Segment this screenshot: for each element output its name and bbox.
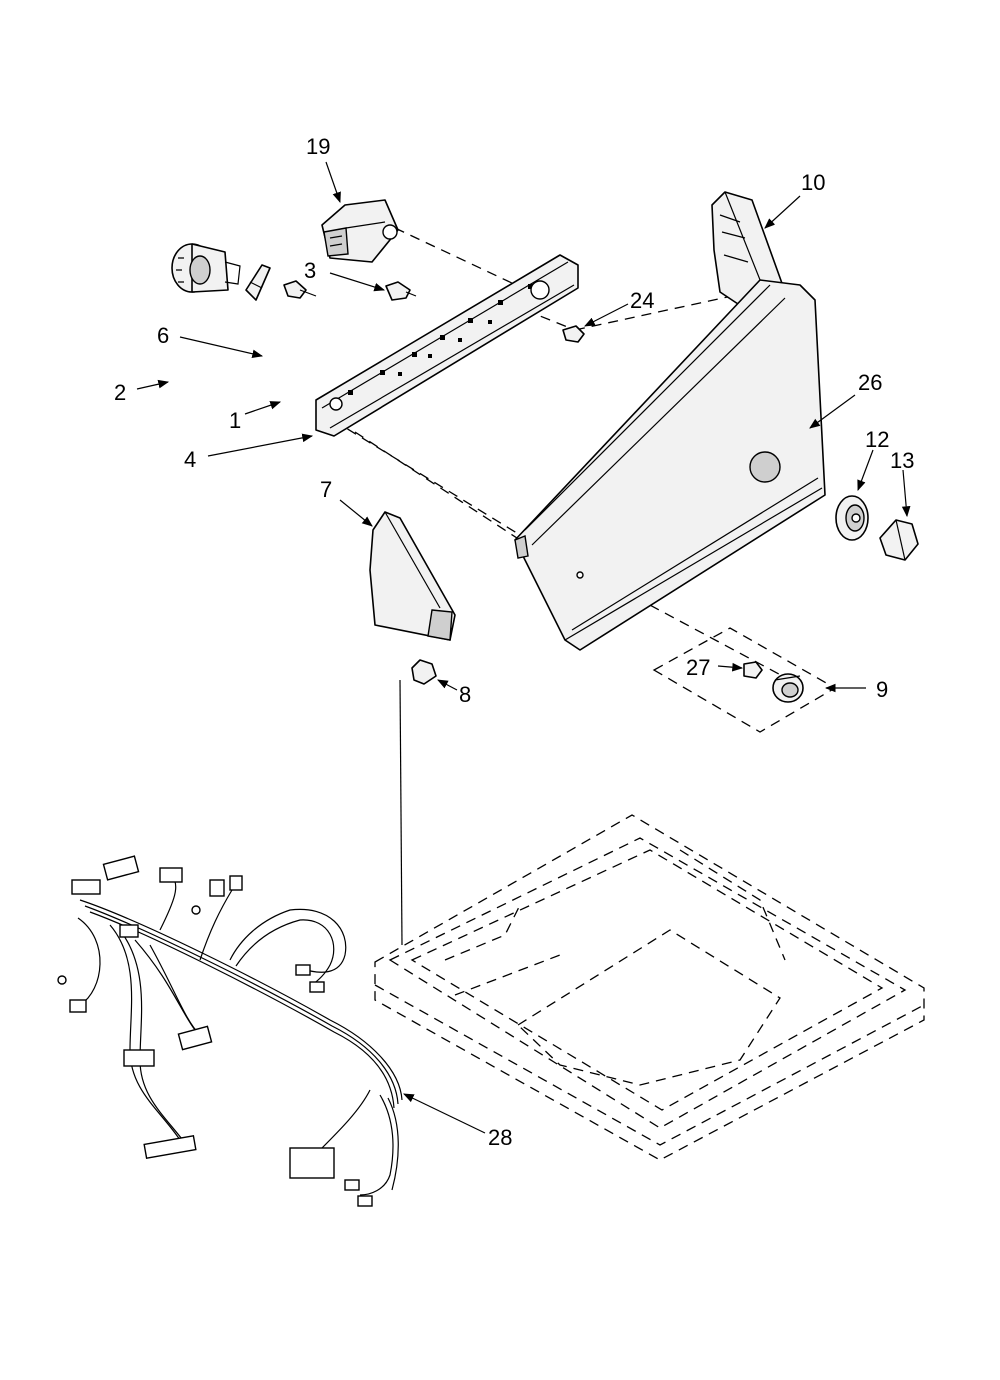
vertical-guide-line xyxy=(399,679,403,946)
part-13-knob xyxy=(879,519,919,561)
part-2-timer xyxy=(171,243,241,293)
part-6-clip xyxy=(245,264,271,301)
part-19-switch xyxy=(321,199,399,263)
callout-27: 27 xyxy=(686,655,710,680)
callout-28: 28 xyxy=(488,1125,512,1150)
part-4-bracket xyxy=(315,254,579,437)
callout-7: 7 xyxy=(320,477,332,502)
part-26-console xyxy=(514,279,826,651)
callout-10: 10 xyxy=(801,170,825,195)
part-1-screw xyxy=(283,280,317,299)
callout-3: 3 xyxy=(304,258,316,283)
callout-12: 12 xyxy=(865,427,889,452)
callout-4: 4 xyxy=(184,447,196,472)
callout-2: 2 xyxy=(114,380,126,405)
callout-13: 13 xyxy=(890,448,914,473)
callout-24: 24 xyxy=(630,288,654,313)
callout-6: 6 xyxy=(157,323,169,348)
callout-9: 9 xyxy=(876,677,888,702)
part-3-screw xyxy=(385,281,417,301)
part-27-button xyxy=(743,661,763,679)
callout-8: 8 xyxy=(459,682,471,707)
part-8-clip xyxy=(411,659,437,685)
callout-19: 19 xyxy=(306,134,330,159)
part-7-endcap xyxy=(369,511,456,641)
part-9-knob xyxy=(772,673,804,703)
callout-26: 26 xyxy=(858,370,882,395)
part-24-screw xyxy=(562,325,585,343)
top-panel-outline xyxy=(374,814,925,1161)
callout-1: 1 xyxy=(229,408,241,433)
part-28-wire-harness xyxy=(57,855,403,1207)
leader-arrows xyxy=(136,161,911,1134)
callout-labels: 19 10 3 24 6 2 1 4 26 12 13 7 8 27 9 28 xyxy=(114,134,914,1150)
part-12-skirt xyxy=(835,495,869,541)
